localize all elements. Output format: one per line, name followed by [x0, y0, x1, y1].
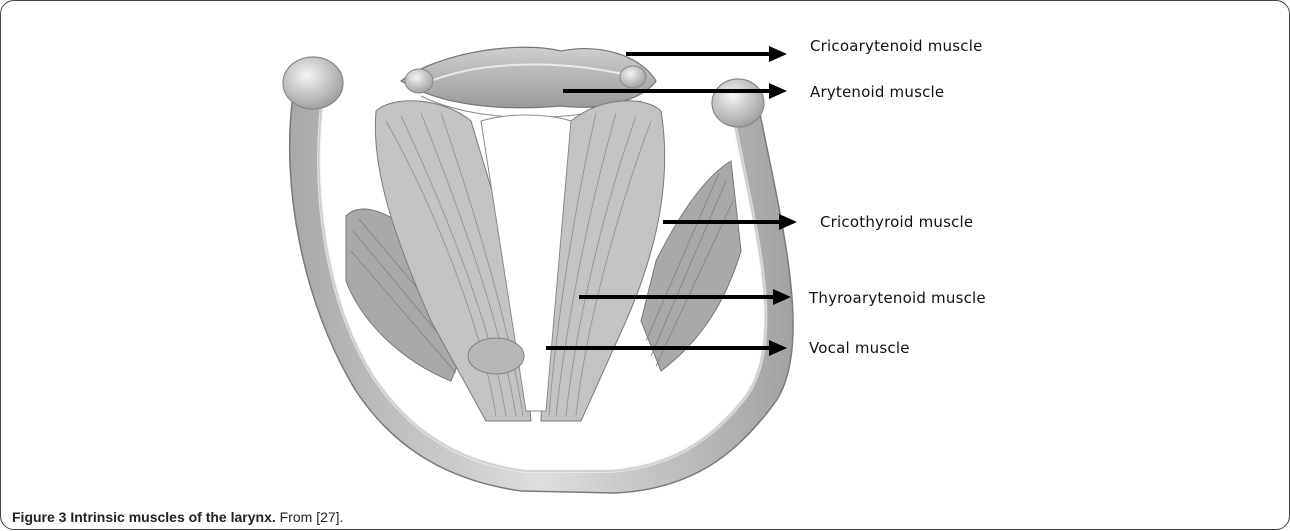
label-cricothyroid-muscle: Cricothyroid muscle: [820, 213, 973, 231]
label-cricoarytenoid-muscle: Cricoarytenoid muscle: [810, 37, 983, 55]
label-vocal-muscle: Vocal muscle: [809, 339, 910, 357]
figure-caption: Figure 3 Intrinsic muscles of the larynx…: [12, 509, 343, 525]
label-thyroarytenoid-muscle: Thyroarytenoid muscle: [809, 289, 986, 307]
caption-source: From [27].: [280, 509, 344, 525]
vocal-muscle-bundles: [375, 101, 664, 421]
label-arytenoid-muscle: Arytenoid muscle: [810, 83, 944, 101]
caption-title: Figure 3 Intrinsic muscles of the larynx…: [12, 509, 276, 525]
arrow-cricoarytenoid: [626, 46, 787, 62]
